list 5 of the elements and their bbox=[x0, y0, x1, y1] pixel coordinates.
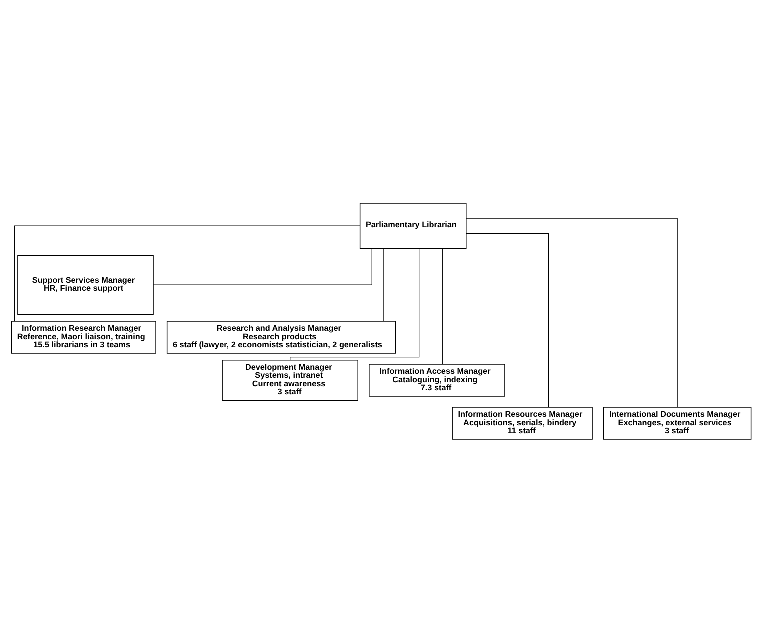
connector bbox=[442, 248, 444, 365]
connector bbox=[466, 233, 550, 408]
connector bbox=[14, 226, 361, 322]
connector bbox=[466, 218, 678, 408]
connector bbox=[153, 248, 372, 286]
